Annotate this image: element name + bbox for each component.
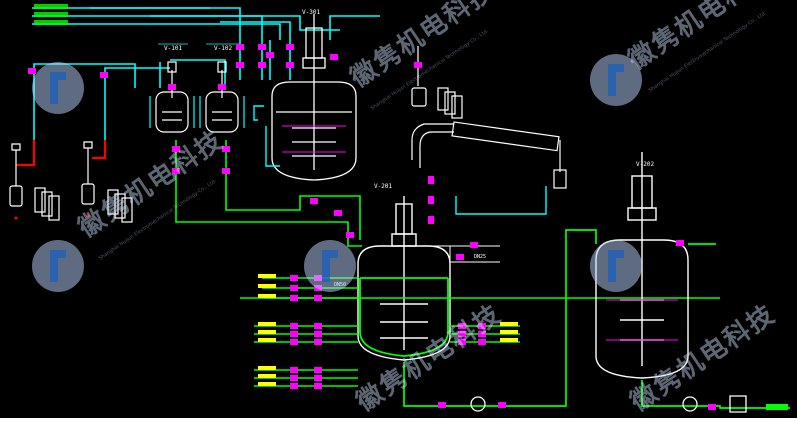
pid-drawing[interactable]: V-101 V-102 V-301 <box>0 0 797 418</box>
top-reactor[interactable] <box>271 14 357 181</box>
main-reactor-tag: V-201 <box>374 183 392 190</box>
top-reactor-jacket <box>282 125 346 153</box>
watermark-text: 徽隽机电科技 <box>344 0 501 94</box>
feed-tank-supports <box>149 96 245 128</box>
pumps[interactable] <box>470 395 747 413</box>
overhead-condenser[interactable] <box>411 121 567 189</box>
main-reactor-jacket <box>359 277 449 357</box>
sample-drum <box>411 46 463 119</box>
header-valves[interactable] <box>168 44 338 90</box>
receiver-jacket <box>606 299 678 341</box>
watermark-layer: 徽隽机电科技 徽隽机电科技 徽隽机电科技 徽隽机电科技 徽隽机电科技 Shang… <box>32 0 781 418</box>
left-small-valves <box>14 68 108 220</box>
feed-tank-2[interactable] <box>205 61 239 133</box>
cad-canvas[interactable]: V-101 V-102 V-301 <box>0 0 797 418</box>
top-reactor-side-piping <box>253 105 280 167</box>
top-reactor-tag: V-301 <box>302 9 320 16</box>
sample-drum-valve <box>414 62 422 68</box>
header-line-labels <box>34 4 68 25</box>
receiver-tag: V-202 <box>636 161 654 168</box>
left-drums <box>9 141 133 223</box>
nitrogen-vent-line <box>434 245 500 263</box>
watermark-text: 徽隽机电科技 <box>624 298 781 418</box>
vent-valves <box>456 242 478 260</box>
feed-tank-2-tag: V-102 <box>214 45 232 52</box>
feed-line-valves[interactable] <box>172 146 486 389</box>
main-reactor[interactable] <box>357 196 451 361</box>
condenser-coolant <box>455 186 547 215</box>
left-feed-line-labels <box>258 274 518 386</box>
transfer-piping <box>403 229 790 409</box>
watermark-text: 徽隽机电科技 <box>622 0 779 76</box>
dn25-tag: DN25 <box>474 254 486 260</box>
outlet-nozzle <box>766 404 788 410</box>
left-utility-piping <box>33 59 226 140</box>
discharge-piping <box>16 140 107 167</box>
logo-glyph-marks <box>50 64 624 282</box>
feed-tank-1-tag: V-101 <box>164 45 182 52</box>
transfer-valves[interactable] <box>438 240 716 410</box>
